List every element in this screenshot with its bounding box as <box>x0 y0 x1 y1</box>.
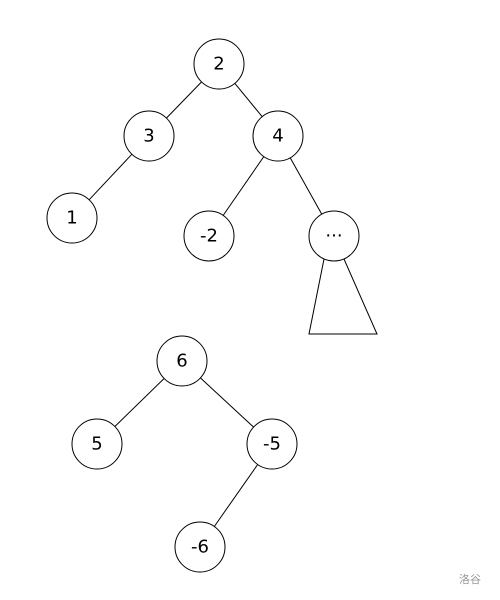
tree-node-label: 3 <box>143 126 154 147</box>
tree-edge-t1-root-to-t1-b <box>234 82 263 118</box>
tree-edge-t2-root-to-t2-a <box>114 378 165 427</box>
tree-node-label: -6 <box>191 537 209 558</box>
tree-node-circle <box>252 110 304 162</box>
tree-node-t1-e: ··· <box>308 210 360 262</box>
tree-node-t1-a: 3 <box>123 110 175 162</box>
tree-node-t2-root: 6 <box>156 335 208 387</box>
tree-node-circle <box>193 38 245 90</box>
tree-node-circle <box>183 210 235 262</box>
tree-node-circle <box>308 210 360 262</box>
tree-node-circle <box>71 418 123 470</box>
tree-node-circle <box>156 335 208 387</box>
tree-edge-t1-b-to-t1-d <box>222 156 265 216</box>
tree-node-circle <box>123 110 175 162</box>
tree-node-label: -2 <box>200 226 218 247</box>
tree-node-label: 2 <box>213 54 224 75</box>
tree-node-label: -5 <box>263 434 281 455</box>
tree-node-label: 6 <box>176 351 187 372</box>
tree-edge-t2-b-to-t2-c <box>213 464 259 527</box>
tree-node-label: 1 <box>66 208 77 229</box>
tree-node-t2-c: -6 <box>174 521 226 573</box>
tree-node-t1-b: 4 <box>252 110 304 162</box>
tree-node-circle <box>246 418 298 470</box>
tree-edge-t1-b-to-t1-e <box>289 157 323 215</box>
tree-node-label: 5 <box>91 434 102 455</box>
tree-node-t2-a: 5 <box>71 418 123 470</box>
tree-node-circle <box>174 521 226 573</box>
tree-edge-t1-a-to-t1-c <box>88 153 133 201</box>
tree-node-label: 4 <box>272 126 283 147</box>
tree-node-t2-b: -5 <box>246 418 298 470</box>
tree-edge-t1-root-to-t1-a <box>166 81 202 119</box>
collapsed-subtree-triangle <box>308 258 378 335</box>
tree-edge-t2-root-to-t2-b <box>200 377 254 428</box>
tree-node-circle <box>46 192 98 244</box>
tree-node-t1-d: -2 <box>183 210 235 262</box>
tree-node-t1-root: 2 <box>193 38 245 90</box>
luogu-watermark: 洛谷 <box>459 573 481 586</box>
tree-node-label: ··· <box>325 226 342 247</box>
tree-node-t1-c: 1 <box>46 192 98 244</box>
